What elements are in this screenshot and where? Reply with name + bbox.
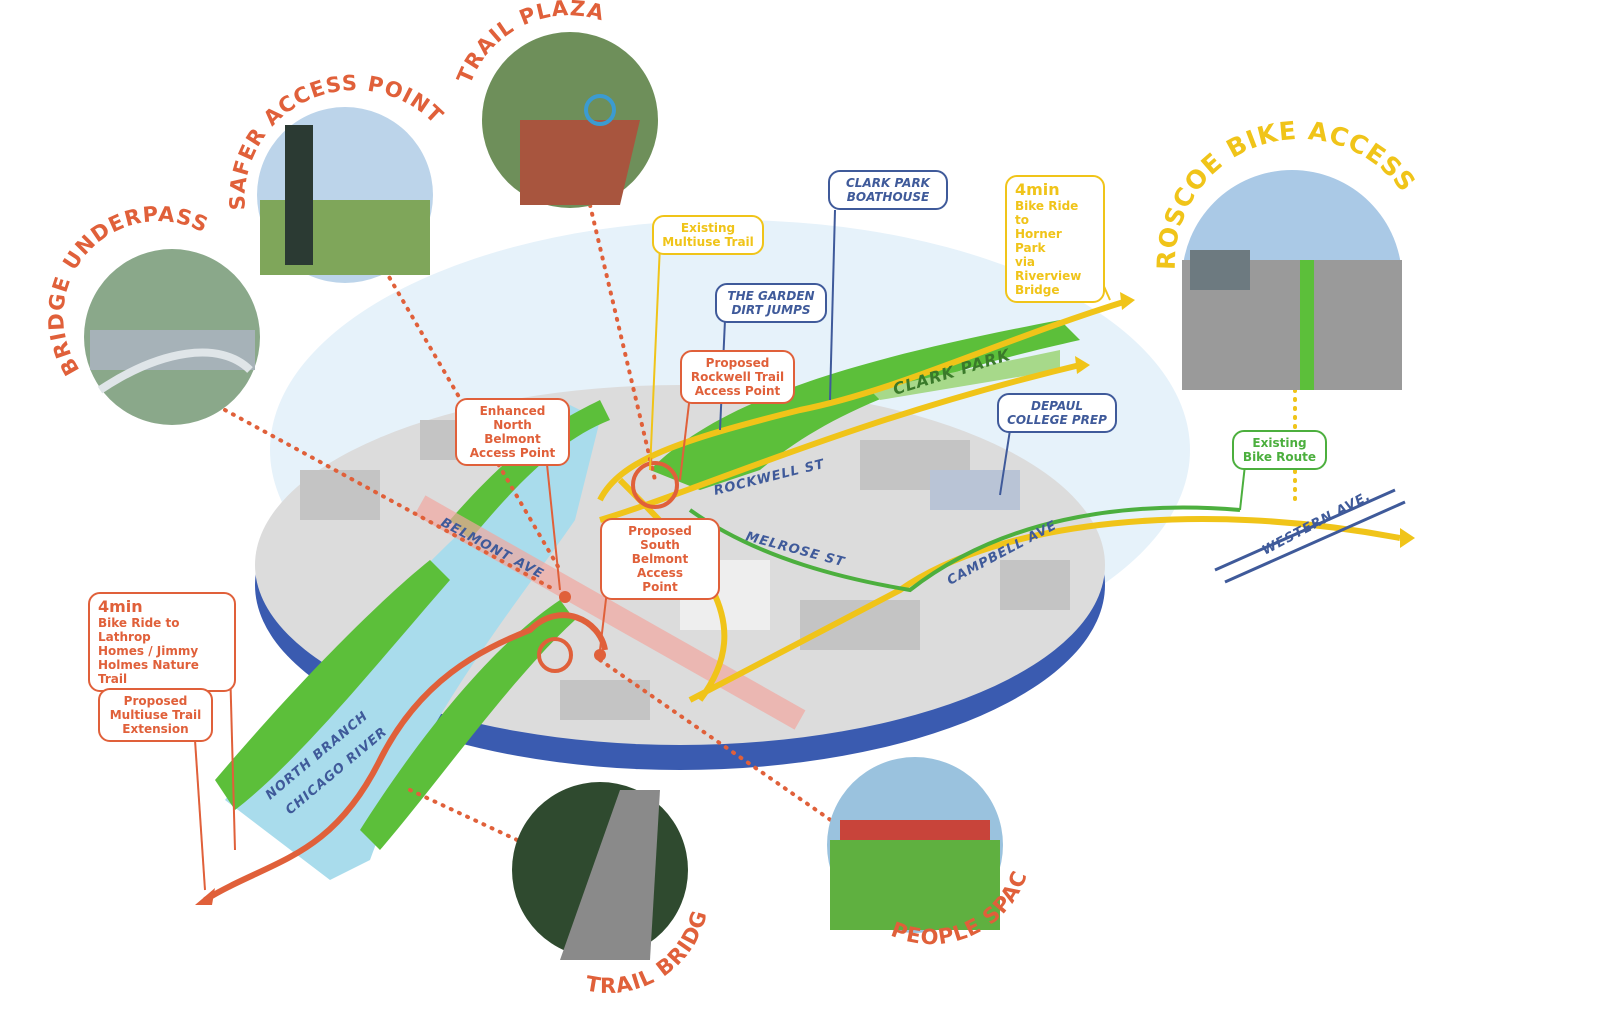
tree-belt-north (450, 400, 610, 540)
callout-existing-bike-route: Existing Bike Route (1232, 430, 1327, 470)
callout-text: THE GARDEN (727, 289, 815, 303)
western-ave-road (1214, 488, 1406, 584)
tree-belt-west (215, 560, 450, 810)
callout-text: DIRT JUMPS (731, 303, 811, 317)
proposed-trail (203, 612, 608, 903)
callout-text: Bike Ride to (1015, 199, 1079, 227)
callout-text: Bike Ride to Lathrop (98, 616, 180, 644)
callout-north-belmont-access: Enhanced North Belmont Access Point (455, 398, 570, 466)
clark-park-field (870, 350, 1060, 400)
callout-rockwell-access: Proposed Rockwell Trail Access Point (680, 350, 795, 404)
callout-text: Extension (122, 722, 189, 736)
callout-garden-dirt-jumps: THE GARDEN DIRT JUMPS (715, 283, 827, 323)
existing-bike-route (688, 505, 1241, 593)
callout-horner-park: 4min Bike Ride to Horner Park via Riverv… (1005, 175, 1105, 303)
callout-trail-extension: Proposed Multiuse Trail Extension (98, 688, 213, 742)
photo-trail-bridge[interactable] (512, 782, 688, 960)
callout-text: Access Point (694, 384, 781, 398)
callout-text: North Belmont (484, 418, 541, 446)
callout-text: Existing (1252, 436, 1307, 450)
callout-text: Homes / Jimmy (98, 644, 199, 658)
callout-depaul-prep: DEPAUL COLLEGE PREP (997, 393, 1117, 433)
callout-text: CLARK PARK (846, 176, 930, 190)
tree-belt-east (360, 600, 575, 850)
callout-text: Multiuse Trail (662, 235, 754, 249)
trail-loop-rockwell (631, 461, 679, 509)
trail-loop-south (537, 637, 573, 673)
callout-clark-park-boathouse: CLARK PARK BOATHOUSE (828, 170, 948, 210)
photo-people-spaces[interactable] (827, 757, 1003, 933)
arrow-southwest (195, 888, 215, 905)
arrow-east (1400, 528, 1415, 548)
callout-text: Horner Park (1015, 227, 1062, 255)
belmont-ave-road (414, 495, 806, 730)
callout-text: Proposed (123, 694, 188, 708)
callout-south-belmont-access: Proposed South Belmont Access Point (600, 518, 720, 600)
callout-time: 4min (98, 597, 143, 616)
arrow-clark-park (1075, 356, 1090, 374)
clark-park-trees (650, 320, 1080, 490)
photo-safer-access-points[interactable] (257, 107, 433, 283)
callout-leaders (194, 209, 1246, 891)
callout-text: Proposed (705, 356, 770, 370)
access-point-south-belmont (594, 649, 606, 661)
callout-text: Bridge (1015, 283, 1060, 297)
callout-lathrop-homes: 4min Bike Ride to Lathrop Homes / Jimmy … (88, 592, 236, 692)
existing-trail-north (597, 297, 1131, 502)
callout-text: via Riverview (1015, 255, 1082, 283)
callout-text: Multiuse Trail (109, 708, 202, 722)
callout-text: Holmes Nature Trail (98, 658, 199, 686)
photo-trail-plaza[interactable] (482, 32, 658, 208)
access-point-north-belmont (559, 591, 571, 603)
callout-text: Access Point (469, 446, 556, 460)
callout-text: Bike Route (1242, 450, 1317, 464)
callout-text: Enhanced (479, 404, 546, 418)
callout-time: 4min (1015, 180, 1060, 199)
callout-text: COLLEGE PREP (1007, 413, 1107, 427)
callout-text: Existing (680, 221, 736, 235)
callout-text: Point (642, 580, 678, 594)
callout-existing-multiuse-trail: Existing Multiuse Trail (652, 215, 764, 255)
callout-text: BOATHOUSE (846, 190, 930, 204)
callout-text: Rockwell Trail (690, 370, 785, 384)
callout-text: Proposed South (628, 524, 692, 552)
callout-text: DEPAUL (1031, 399, 1083, 413)
arrow-northeast (1120, 292, 1135, 310)
photo-bridge-underpass[interactable] (84, 249, 260, 425)
callout-text: Belmont Access (631, 552, 689, 580)
river (225, 400, 600, 880)
photo-roscoe-bike-access[interactable] (1182, 170, 1402, 390)
